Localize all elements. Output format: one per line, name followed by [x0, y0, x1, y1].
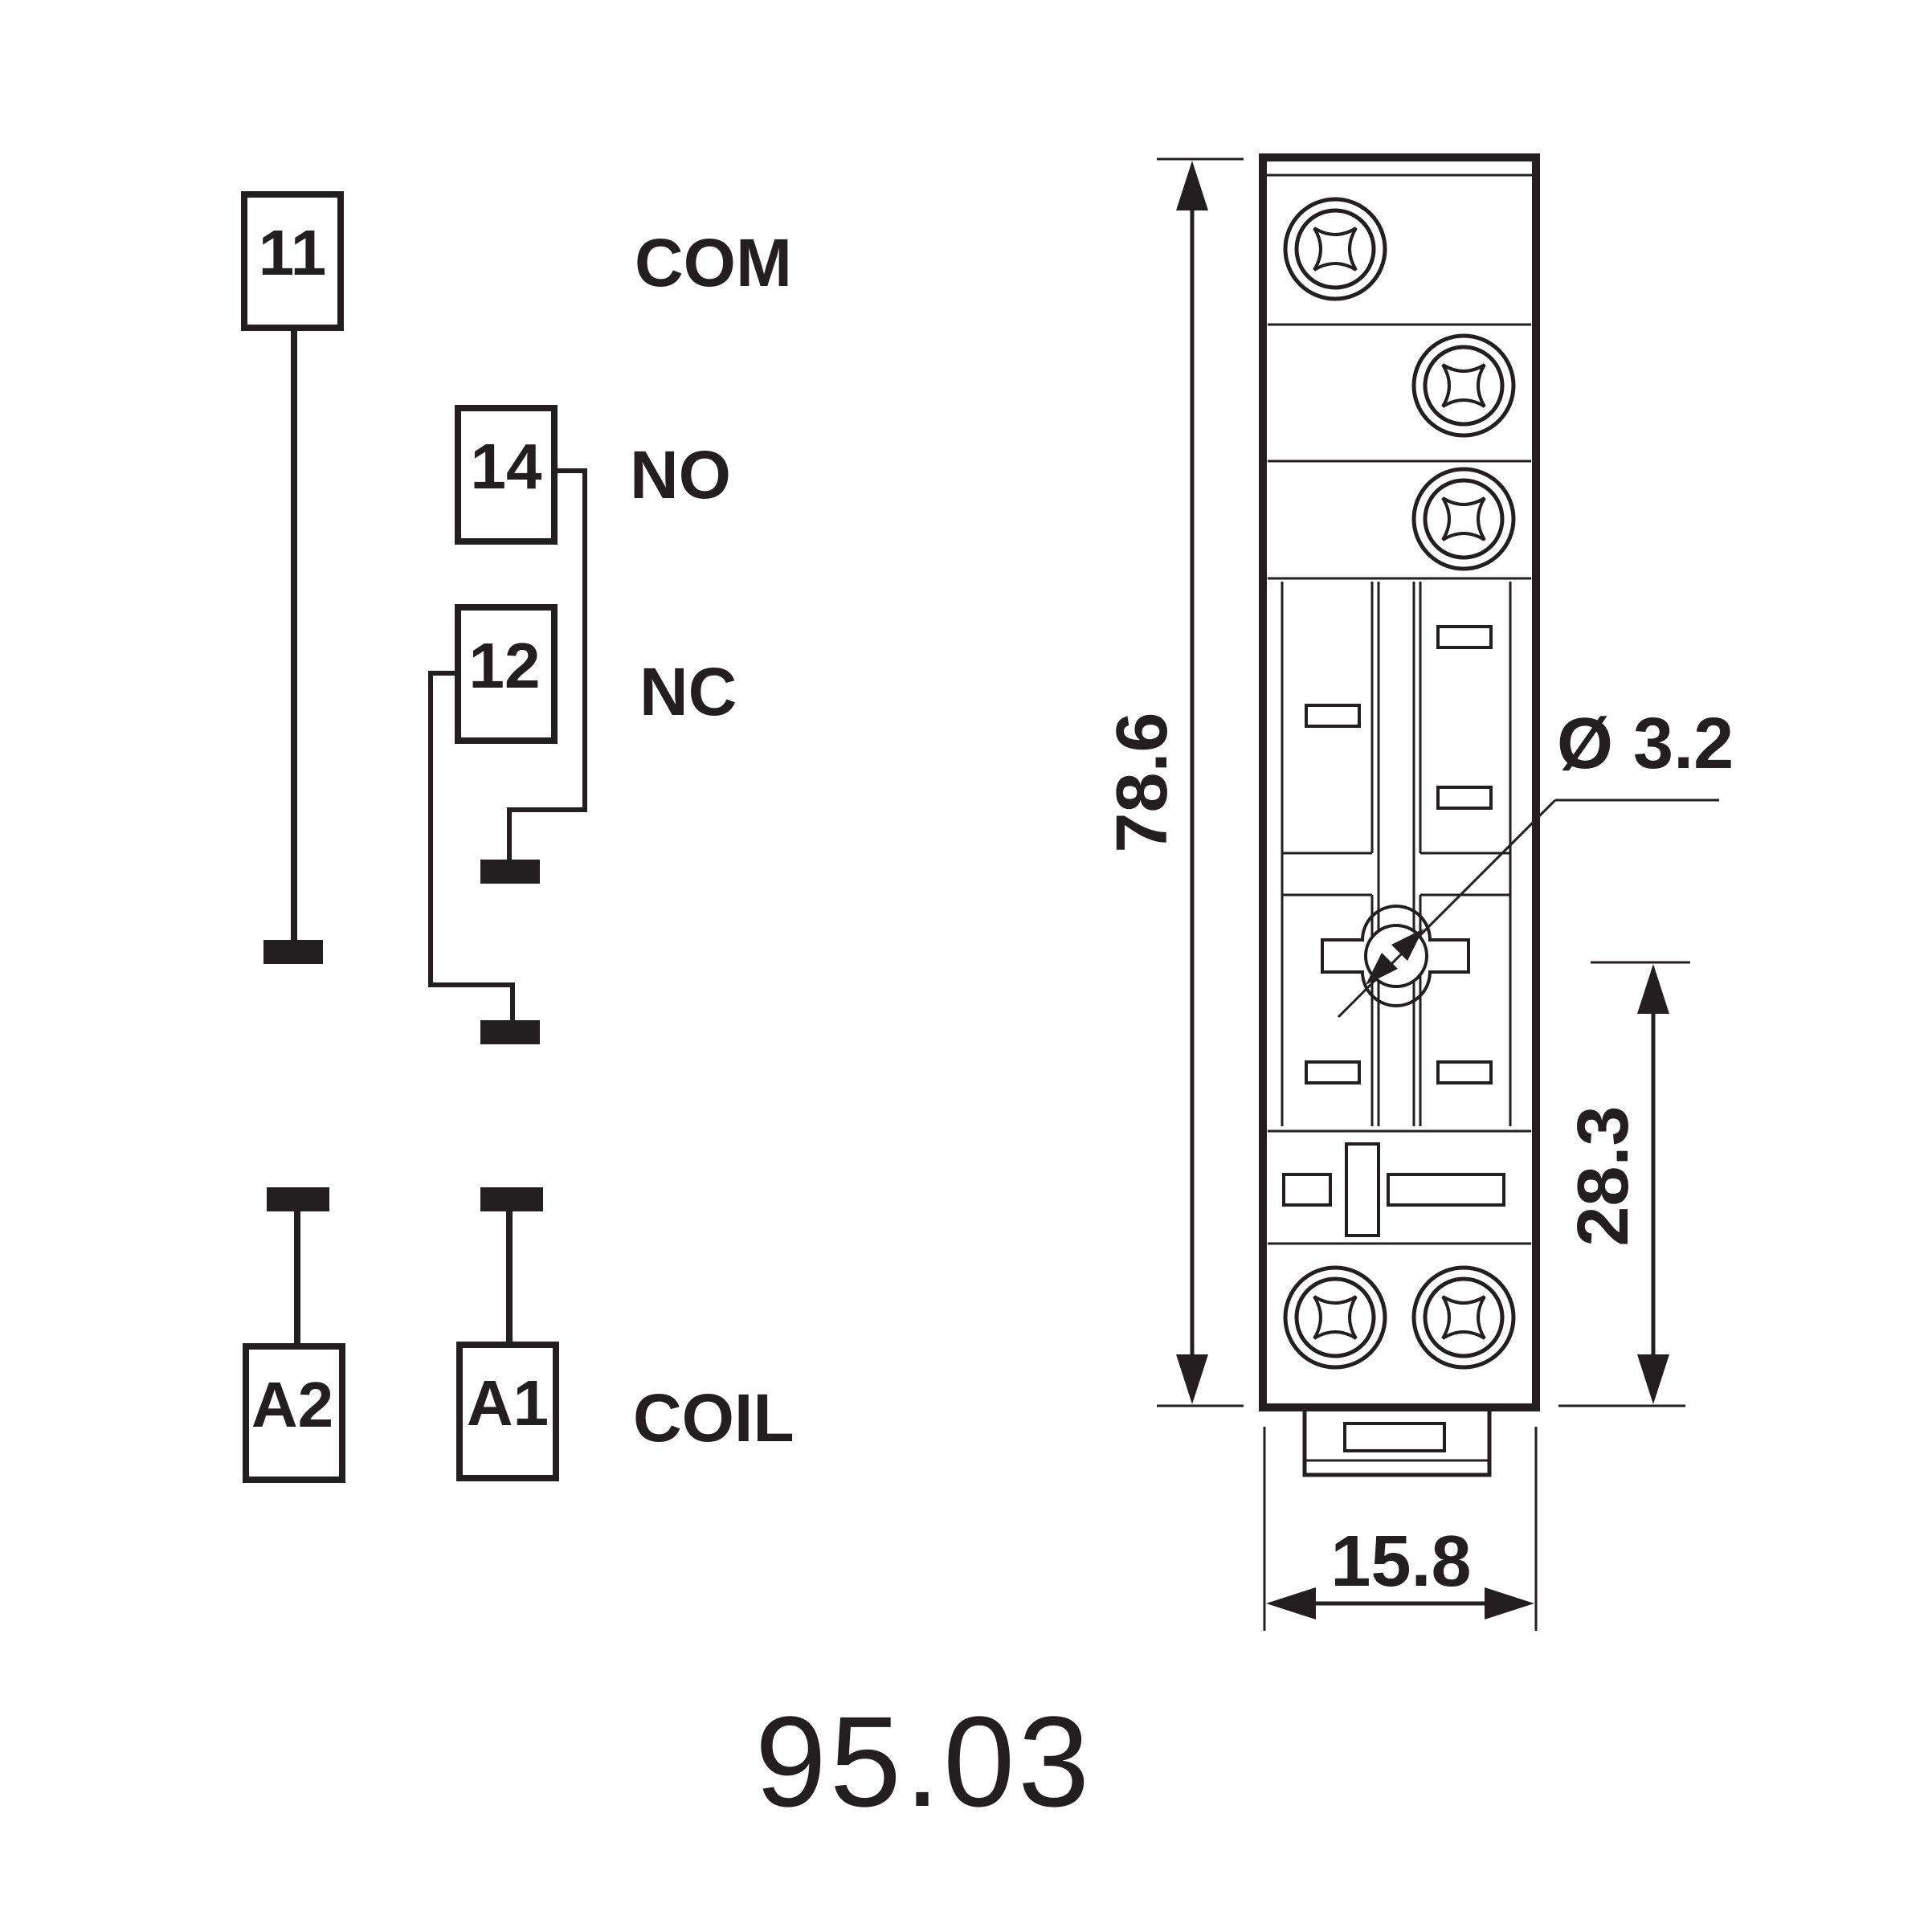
screw-terminal-a1 [1411, 1265, 1516, 1370]
terminal-a2-label: A2 [251, 1369, 333, 1440]
nc-label: NC [639, 654, 737, 729]
terminal-11: 11 [241, 191, 344, 331]
socket-body [1259, 153, 1540, 1411]
screw-terminal-nc [1411, 467, 1516, 571]
pin-channels [1281, 582, 1512, 1126]
lower-arrow-top [1637, 964, 1669, 1014]
com-label: COM [635, 225, 792, 300]
no-contact-pad [480, 860, 540, 884]
width-arrow-left [1266, 1587, 1316, 1620]
terminal-11-label: 11 [259, 217, 327, 288]
din-rail-clip [1302, 1407, 1492, 1477]
model-number: 95.03 [755, 1689, 1093, 1833]
height-arrow-bottom [1176, 1354, 1208, 1404]
lower-dimension-value: 28.3 [1563, 1105, 1644, 1246]
com-contact-pad [263, 940, 323, 964]
width-dimension-value: 15.8 [1330, 1522, 1471, 1602]
hole-leader-diagonal [1337, 799, 1557, 1019]
screw-terminal-com [1283, 197, 1387, 301]
terminal-14-label: 14 [471, 431, 542, 502]
mounting-hole [1321, 905, 1470, 1007]
terminal-14: 14 [455, 405, 558, 545]
hole-dimension-value: Ø 3.2 [1557, 704, 1734, 784]
height-arrow-top [1176, 161, 1208, 210]
no-wire [507, 468, 587, 869]
a2-contact-pad [267, 1187, 329, 1211]
height-dimension-value: 78.6 [1102, 712, 1183, 852]
lower-arrow-bottom [1637, 1354, 1669, 1404]
terminal-a2: A2 [243, 1343, 345, 1483]
terminal-12: 12 [455, 604, 558, 744]
dimension-lines [1157, 157, 1719, 1631]
contact-schematic: 11 14 12 A2 A1 [241, 191, 587, 1483]
a1-contact-pad [480, 1187, 543, 1211]
latch-area [1282, 1142, 1505, 1237]
coil-label: COIL [633, 1380, 794, 1456]
width-arrow-right [1485, 1587, 1534, 1620]
nc-wire [428, 671, 515, 1030]
terminal-a1-label: A1 [467, 1367, 549, 1439]
terminal-a1: A1 [456, 1342, 559, 1481]
nc-contact-pad [480, 1020, 540, 1044]
terminal-12-label: 12 [469, 630, 541, 701]
hole-arrow-lower [1366, 953, 1398, 985]
screw-terminal-a2 [1283, 1265, 1387, 1370]
no-label: NO [630, 437, 731, 513]
hole-arrow-upper [1391, 929, 1424, 961]
screw-terminal-no [1411, 333, 1516, 438]
socket-outline [1259, 153, 1540, 1477]
